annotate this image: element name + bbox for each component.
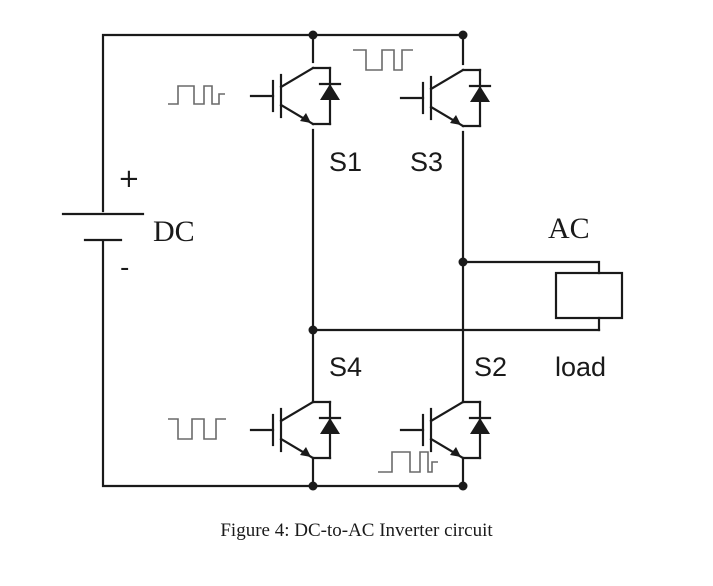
junction-dot-crossbar <box>308 325 318 335</box>
minus-sign: - <box>120 253 129 283</box>
junction-dot-ac-output <box>458 257 468 267</box>
load-box <box>554 271 624 320</box>
top-rail-wire <box>101 33 465 213</box>
bottom-rail-wire <box>101 240 465 488</box>
switch-s3-symbol <box>399 68 492 128</box>
switch-s3-label: S3 <box>410 147 443 177</box>
figure-caption: Figure 4: DC-to-AC Inverter circuit <box>220 520 493 541</box>
plus-sign: + <box>118 164 140 194</box>
ac-label: AC <box>548 212 590 245</box>
junction-dot-top-left <box>308 30 318 40</box>
load-label: load <box>555 352 606 382</box>
junction-dot-bottom-left <box>308 481 318 491</box>
switch-s2-label: S2 <box>474 352 507 382</box>
switch-s1-symbol <box>249 66 342 126</box>
gate-pulse-s4 <box>168 418 226 440</box>
switch-s4-symbol <box>249 400 342 460</box>
junction-dot-bottom-right <box>458 481 468 491</box>
gate-pulse-s3 <box>353 49 413 71</box>
gate-pulse-s2 <box>378 451 438 473</box>
switch-s4-label: S4 <box>329 352 362 382</box>
dc-label: DC <box>153 215 195 248</box>
junction-dot-top-right <box>458 30 468 40</box>
switch-s2-symbol <box>399 400 492 460</box>
ac-output-wire <box>461 260 601 275</box>
gate-pulse-s1 <box>168 85 225 105</box>
switch-s1-label: S1 <box>329 147 362 177</box>
